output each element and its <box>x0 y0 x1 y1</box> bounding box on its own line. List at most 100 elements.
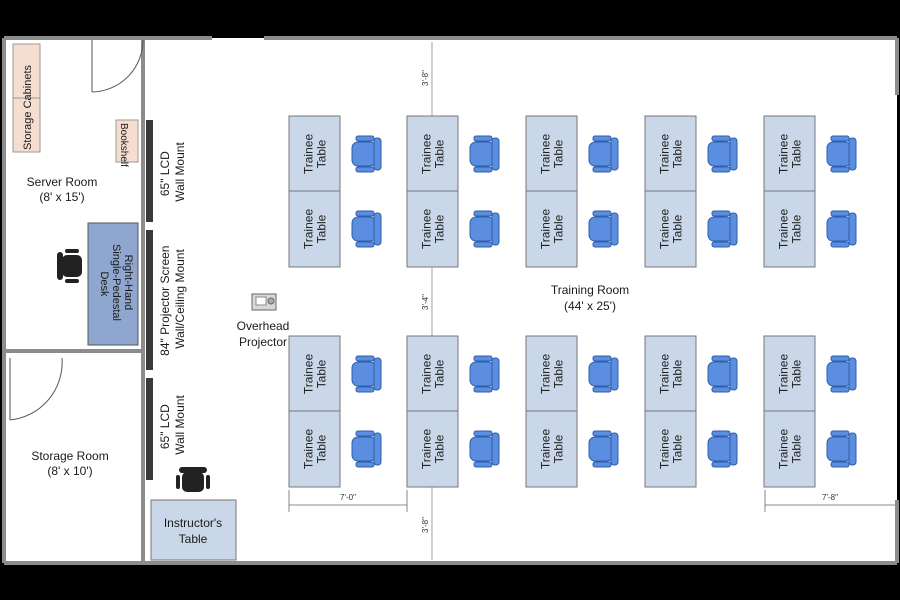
trainee-chair <box>351 355 382 393</box>
dimension-left-width: 7'-0" <box>340 493 356 502</box>
trainee-table-label-line2: Table <box>433 359 447 388</box>
trainee-chair <box>826 430 857 468</box>
trainee-table: TraineeTable <box>406 410 459 488</box>
trainee-table-surface <box>644 410 697 488</box>
instructor-table-label-line2: Table <box>179 532 208 546</box>
server-room-name: Server Room <box>27 175 98 189</box>
trainee-table-surface <box>644 335 697 413</box>
trainee-table: TraineeTable <box>644 335 697 413</box>
trainee-table-label-line2: Table <box>552 214 566 243</box>
trainee-table-label-line1: Trainee <box>539 134 553 175</box>
desk-label-line2: Single-Pedestal <box>110 244 122 321</box>
trainee-table-surface <box>406 115 459 193</box>
dimension-right-line <box>764 490 895 512</box>
trainee-table-surface <box>406 410 459 488</box>
trainee-table-label: TraineeTable <box>420 209 447 250</box>
trainee-table-label: TraineeTable <box>777 429 804 470</box>
svg-text:65" LCD Wall Mount: 65" LCD Wall Mount <box>158 142 187 202</box>
trainee-table: TraineeTable <box>644 115 697 193</box>
trainee-table-label: TraineeTable <box>539 429 566 470</box>
trainee-table-label: TraineeTable <box>302 354 329 395</box>
trainee-table-label-line2: Table <box>671 434 685 463</box>
dimension-top-gap: 3'-8" <box>421 70 430 86</box>
projector-screen <box>146 230 153 370</box>
trainee-table-label: TraineeTable <box>302 134 329 175</box>
trainee-table-surface <box>763 190 816 268</box>
trainee-table-surface <box>525 115 578 193</box>
trainee-table-label-line1: Trainee <box>658 354 672 395</box>
trainee-table-label-line1: Trainee <box>302 354 316 395</box>
lcd-top-label-line2: Wall Mount <box>173 142 187 202</box>
trainee-table-label: TraineeTable <box>658 429 685 470</box>
trainee-table-surface <box>763 115 816 193</box>
trainee-table-surface <box>406 335 459 413</box>
lcd-bottom-label-line2: Wall Mount <box>173 395 187 455</box>
trainee-tables: TraineeTableTraineeTableTraineeTableTrai… <box>288 115 857 488</box>
trainee-table-surface <box>288 410 341 488</box>
trainee-chair <box>351 135 382 173</box>
trainee-chair <box>588 430 619 468</box>
trainee-table-surface <box>525 190 578 268</box>
trainee-table-label: TraineeTable <box>302 209 329 250</box>
trainee-table-label: TraineeTable <box>420 354 447 395</box>
trainee-table-label-line1: Trainee <box>420 209 434 250</box>
lcd-bottom-label-line1: 65" LCD <box>158 404 172 449</box>
lcd-bottom <box>146 378 153 480</box>
trainee-table-label-line2: Table <box>671 139 685 168</box>
trainee-table-label: TraineeTable <box>658 354 685 395</box>
trainee-table-label-line1: Trainee <box>658 429 672 470</box>
storage-room-size: (8' x 10') <box>47 464 92 478</box>
trainee-table-surface <box>644 115 697 193</box>
trainee-table-label-line2: Table <box>790 359 804 388</box>
trainee-chair <box>588 210 619 248</box>
trainee-chair <box>588 355 619 393</box>
trainee-table: TraineeTable <box>288 410 341 488</box>
trainee-table: TraineeTable <box>406 335 459 413</box>
trainee-table-label-line1: Trainee <box>777 354 791 395</box>
trainee-table-label-line1: Trainee <box>539 209 553 250</box>
overhead-projector-label-line1: Overhead <box>237 319 290 333</box>
trainee-chair <box>707 135 738 173</box>
storage-room-door <box>9 357 63 421</box>
trainee-table-label-line2: Table <box>433 434 447 463</box>
desk-chair <box>57 249 82 283</box>
trainee-table-label-line1: Trainee <box>539 429 553 470</box>
trainee-table: TraineeTable <box>763 115 816 193</box>
instructor-chair <box>176 467 210 492</box>
trainee-table-surface <box>288 115 341 193</box>
desk-label-line1: Right-Hand <box>122 255 134 311</box>
trainee-table-label-line1: Trainee <box>420 429 434 470</box>
server-room-size: (8' x 15') <box>39 190 84 204</box>
trainee-table-label-line2: Table <box>671 214 685 243</box>
instructor-table <box>150 499 237 561</box>
desk: Right-Hand Single-Pedestal Desk <box>87 222 139 346</box>
trainee-table-label-line1: Trainee <box>658 209 672 250</box>
trainee-table-label-line2: Table <box>552 139 566 168</box>
trainee-table-label: TraineeTable <box>777 134 804 175</box>
projector-screen-label-line1: 84" Projector Screen <box>158 246 172 356</box>
trainee-table: TraineeTable <box>763 410 816 488</box>
overhead-projector <box>251 293 277 311</box>
trainee-table-label-line2: Table <box>433 139 447 168</box>
interior-walls <box>4 38 145 563</box>
trainee-table-label-line1: Trainee <box>777 209 791 250</box>
trainee-table-label-line1: Trainee <box>302 134 316 175</box>
trainee-chair <box>707 355 738 393</box>
trainee-table: TraineeTable <box>525 335 578 413</box>
trainee-table-label: TraineeTable <box>539 209 566 250</box>
trainee-table-label-line2: Table <box>790 139 804 168</box>
trainee-chair <box>826 210 857 248</box>
storage-room-name: Storage Room <box>31 449 108 463</box>
trainee-chair <box>707 430 738 468</box>
bookshelf-label: Bookshelf <box>118 123 129 167</box>
trainee-table-surface <box>406 190 459 268</box>
dimension-left-line <box>288 490 408 512</box>
trainee-table: TraineeTable <box>644 410 697 488</box>
trainee-table: TraineeTable <box>406 115 459 193</box>
bookshelf: Bookshelf <box>115 119 139 167</box>
trainee-chair <box>826 355 857 393</box>
trainee-table-surface <box>525 410 578 488</box>
desk-label-line3: Desk <box>98 271 110 297</box>
training-room-name: Training Room <box>551 283 629 297</box>
